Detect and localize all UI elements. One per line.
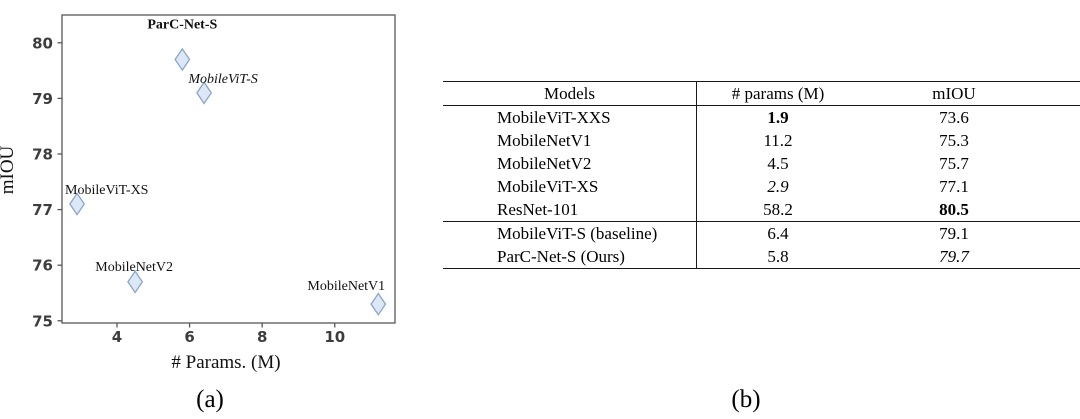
y-axis-title: mIOU [0,145,18,194]
row-filler [1049,198,1080,221]
y-tick-label: 75 [32,312,53,330]
miou-value: 75.7 [939,154,969,173]
x-tick-label: 4 [112,328,122,346]
caption-b: (b) [731,386,761,413]
miou-value: 80.5 [939,200,969,219]
data-point-marker [196,81,213,105]
model-name: MobileNetV1 [443,129,697,152]
model-name: MobileViT-S (baseline) [443,222,697,245]
data-point-marker [127,270,144,294]
model-name: MobileViT-XS [443,175,697,198]
table-row: ResNet-101 58.2 80.5 [443,198,1080,221]
params-value: 2.9 [767,177,789,196]
x-tick-label: 8 [257,328,267,346]
miou-value: 75.3 [939,131,969,150]
scatter-plot: 4 6 8 10 75 76 77 78 79 80 ParC-Net-S MobileViT-S Mo… [0,14,396,373]
data-point-label: MobileViT-XS [65,183,148,198]
model-name: MobileNetV2 [443,152,697,175]
plot-frame [61,14,396,324]
caption-a: (a) [196,386,224,413]
params-value: 5.8 [767,247,789,266]
header-params: # params (M) [731,84,825,103]
model-name: ResNet-101 [443,198,697,221]
x-axis-title: # Params. (M) [171,352,280,373]
table-row: MobileViT-XXS 1.9 73.6 [443,106,1080,129]
table-row: MobileNetV1 11.2 75.3 [443,129,1080,152]
data-point-label: MobileNetV2 [95,260,173,275]
row-filler [1049,222,1080,245]
row-filler [1049,129,1080,152]
miou-value: 79.1 [939,224,969,243]
data-point-label: MobileViT-S [187,72,257,87]
row-filler [1049,106,1080,129]
model-name: MobileViT-XXS [443,106,697,129]
data-point-marker [174,47,191,72]
params-value: 58.2 [763,200,793,219]
table-header-row: Models # params (M) mIOU [443,82,1080,106]
y-tick-label: 76 [32,257,53,275]
data-point-label: MobileNetV1 [307,279,385,294]
y-tick-label: 80 [32,34,53,52]
table-row: MobileViT-XS 2.9 77.1 [443,175,1080,198]
miou-value: 77.1 [939,177,969,196]
miou-value: 79.7 [939,247,969,266]
results-table: Models # params (M) mIOU MobileViT-XXS 1.9 73… [443,81,1080,269]
params-value: 1.9 [767,108,789,127]
params-value: 11.2 [763,131,793,150]
params-value: 4.5 [767,154,789,173]
table-row: MobileViT-S (baseline) 6.4 79.1 [443,221,1080,245]
x-tick-label: 6 [184,328,194,346]
header-models: Models [443,82,697,105]
params-value: 6.4 [767,224,789,243]
row-filler [1049,152,1080,175]
data-point-label: ParC-Net-S [147,17,217,32]
data-point-marker [370,292,387,316]
x-tick-label: 10 [324,328,345,346]
row-filler [1049,175,1080,198]
data-point-marker [69,192,86,216]
row-filler [1049,245,1080,268]
y-tick-label: 79 [32,90,53,108]
header-miou: mIOU [932,84,976,103]
table-row: MobileNetV2 4.5 75.7 [443,152,1080,175]
miou-value: 73.6 [939,108,969,127]
y-tick-label: 78 [32,145,53,163]
model-name: ParC-Net-S (Ours) [443,245,697,268]
table-row: ParC-Net-S (Ours) 5.8 79.7 [443,245,1080,268]
header-filler [1049,82,1080,105]
y-tick-label: 77 [32,201,53,219]
